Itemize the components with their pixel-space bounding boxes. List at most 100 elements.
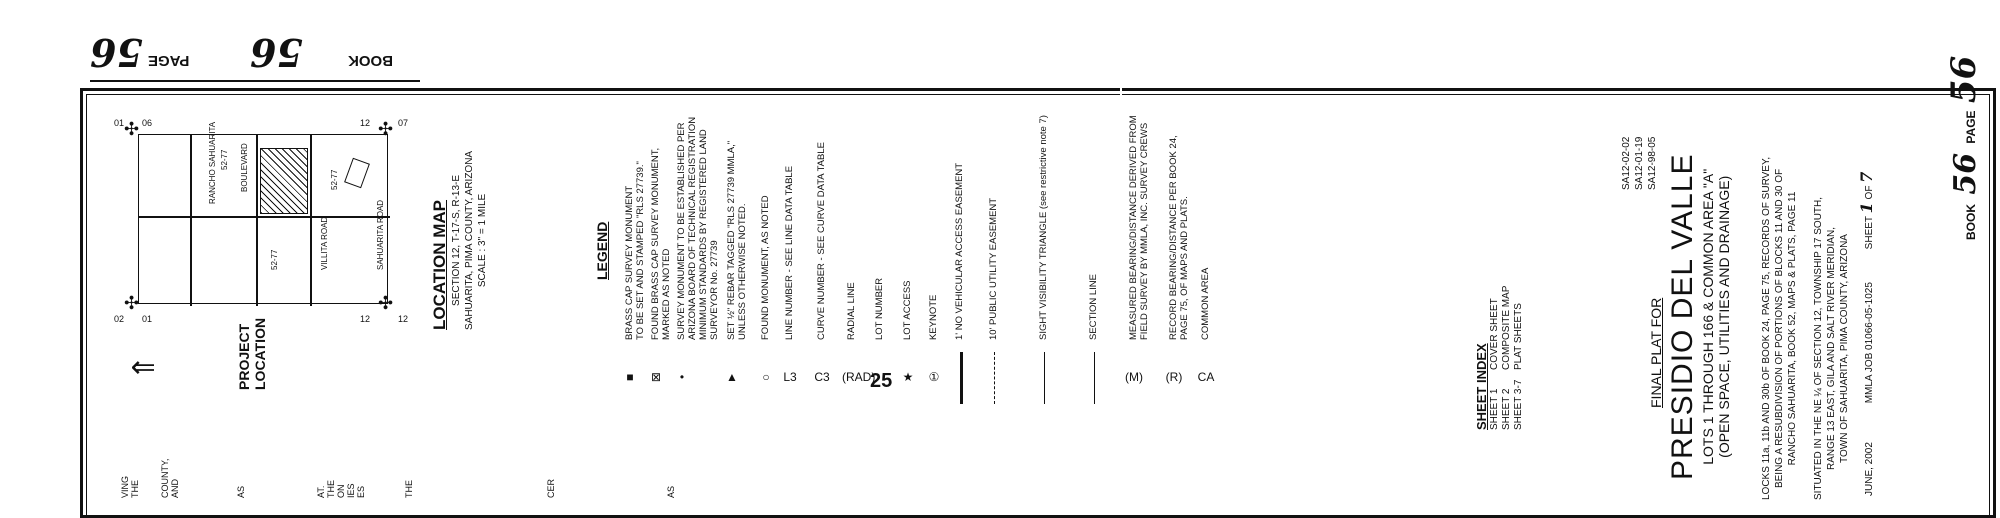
map-road-label: SAHUARITA ROAD — [376, 199, 385, 270]
legend-symbol: ① — [928, 370, 940, 384]
header-page-label: PAGE — [148, 52, 190, 69]
sheet-index-sheet: SHEET 1 — [1489, 388, 1500, 431]
corner-label: 02 — [114, 314, 125, 324]
sheet-index-name: PLAT SHEETS — [1513, 303, 1524, 370]
left-text-fragment: CER — [546, 478, 556, 498]
footer-page-value: 56 — [1944, 55, 1984, 104]
map-road-line — [138, 216, 390, 218]
legend-symbol: • — [679, 370, 685, 384]
case-number: SA12-02-02 — [1621, 136, 1632, 190]
legend-description-line: FOUND MONUMENT, AS NOTED — [760, 195, 771, 340]
title-block: FINAL PLAT FOR — [1648, 298, 1664, 408]
map-parcel-label: 52-77 — [330, 169, 339, 190]
section-corner-icon: ✣ — [124, 293, 140, 313]
section-corner-icon: ✣ — [124, 119, 140, 139]
job-number: MMLA JOB 01066-05-1025 — [1864, 282, 1875, 404]
legend-symbol: (M) — [1125, 370, 1143, 384]
legend-description-line: LOT NUMBER — [874, 277, 885, 340]
left-text-fragment: AS — [236, 485, 246, 498]
legend-description-line: TO BE SET AND STAMPED "RLS 27739." — [635, 161, 646, 340]
legend-description-line: SECTION LINE — [1088, 274, 1099, 340]
legend-description-line: KEYNOTE — [928, 294, 939, 340]
legend-symbol: (R) — [1165, 370, 1183, 384]
book-page-header: 56 PAGE 56 BOOK — [90, 22, 420, 92]
plat-label: FINAL PLAT FOR — [1648, 297, 1664, 408]
map-parcel-label: 52-77 — [270, 249, 279, 270]
of-label: OF — [1864, 185, 1875, 200]
legend-description-line: PAGE 75, OF MAPS AND PLATS. — [1179, 196, 1190, 340]
legend-symbol: 25 — [870, 370, 893, 392]
case-numbers: SA12-02-02 SA12-01-19 SA12-98-05 — [1620, 137, 1659, 190]
legend-description-line: UNLESS OTHERWISE NOTED. — [737, 203, 748, 340]
legend-description-line: 1' NO VEHICULAR ACCESS EASEMENT — [954, 162, 965, 340]
legend-description: FOUND BRASS CAP SURVEY MONUMENT,MARKED A… — [650, 148, 672, 340]
legend-description-line: FOUND BRASS CAP SURVEY MONUMENT, — [650, 147, 661, 340]
resub-line: LOCKS 11a, 11b AND 30b OF BOOK 24, PAGE … — [1761, 156, 1772, 500]
map-road-label: RANCHO SAHUARITA — [208, 121, 217, 204]
corner-label: 12 — [398, 314, 409, 324]
legend-description-line: SET ½" REBAR TAGGED "RLS 27739 MMLA," — [726, 140, 737, 340]
legend-description-line: LOT ACCESS — [902, 280, 913, 341]
legend-description: SET ½" REBAR TAGGED "RLS 27739 MMLA,"UNL… — [726, 141, 748, 340]
legend-description: COMMON AREA — [1200, 268, 1211, 340]
project-location-label: PROJECT LOCATION — [236, 318, 268, 390]
border-gap — [1120, 88, 1122, 104]
sheet-index-name: COVER SHEET — [1489, 298, 1500, 370]
legend-description: LINE NUMBER - SEE LINE DATA TABLE — [784, 166, 795, 340]
legend-description-line: RECORD BEARING/DISTANCE PER BOOK 24, — [1168, 135, 1179, 340]
corner-label: 12 — [360, 314, 371, 324]
legend-symbol: CA — [1197, 370, 1215, 384]
left-text-fragment: ES — [356, 485, 366, 498]
subdivision-name: PRESIDIO DEL VALLE — [1666, 153, 1699, 480]
section-corner-icon: ✣ — [378, 119, 394, 139]
project-location-line: LOCATION — [252, 317, 268, 390]
corner-label: 12 — [360, 118, 371, 128]
title-footer: JUNE, 2002 MMLA JOB 01066-05-1025 SHEET … — [1857, 56, 1876, 496]
legend-description: FOUND MONUMENT, AS NOTED — [760, 195, 771, 340]
sheet-index: SHEET INDEX SHEET 1 COVER SHEET SHEET 2 COM… — [1474, 286, 1525, 430]
legend-line-symbol — [1094, 352, 1095, 404]
sheet-index-sheet: SHEET 2 — [1501, 388, 1512, 431]
legend-description-line: MARKED AS NOTED — [661, 248, 672, 340]
legend-symbol: ▲ — [726, 370, 738, 384]
location-map-section: SECTION 12, T-17-S, R-13-E — [451, 174, 462, 306]
lots-line: LOTS 1 THROUGH 166 & COMMON AREA "A" — [1700, 168, 1716, 465]
sheet-index-row: SHEET 3-7 PLAT SHEETS — [1513, 286, 1525, 430]
legend-line-symbol — [994, 352, 995, 404]
case-number: SA12-01-19 — [1634, 136, 1645, 190]
footer-page-label: PAGE — [1964, 110, 1978, 144]
corner-label: 07 — [398, 118, 409, 128]
purpose-line: (OPEN SPACE, UTILITIES AND DRAINAGE) — [1716, 175, 1732, 458]
subdivision-block: PRESIDIO DEL VALLE LOTS 1 THROUGH 166 & … — [1666, 154, 1732, 480]
section-corner-icon: ✣ — [378, 293, 394, 313]
legend-description-line: SURVEY MONUMENT TO BE ESTABLISHED PER — [676, 122, 687, 340]
legend-description: SIGHT VISIBILITY TRIANGLE (see restricti… — [1038, 115, 1049, 340]
legend-description: RADIAL LINE — [846, 282, 857, 340]
location-map: RANCHO SAHUARITA BOULEVARD VILLITA ROAD … — [114, 118, 420, 330]
sheet-number: 1 — [1857, 202, 1876, 214]
corner-label: 01 — [114, 118, 125, 128]
map-road-label: BOULEVARD — [240, 143, 249, 192]
sheet-total: 7 — [1857, 171, 1876, 183]
sight-triangle-symbol — [1044, 352, 1045, 404]
map-road-line — [310, 134, 312, 306]
legend-symbol: ★ — [902, 370, 914, 384]
left-text-fragment: THE — [404, 480, 414, 498]
legend-description-line: MEASURED BEARING/DISTANCE DERIVED FROM — [1128, 115, 1139, 340]
legend-description-line: SURVEYOR No. 27739 — [709, 240, 720, 340]
project-parcel — [260, 148, 308, 214]
map-parcel-label: 52-77 — [220, 149, 229, 170]
situated-text: SITUATED IN THE NE ¼ OF SECTION 12, TOWN… — [1812, 197, 1851, 500]
header-book-label: BOOK — [348, 52, 393, 69]
legend-description-line: CURVE NUMBER - SEE CURVE DATA TABLE — [816, 142, 827, 340]
legend-symbol: ⊠ — [650, 370, 662, 384]
sheet-index-sheet: SHEET 3-7 — [1513, 379, 1524, 430]
resub-line: BEING A RESUBDIVISION OF PORTIONS OF BLO… — [1774, 168, 1785, 489]
sheet-index-name: COMPOSITE MAP — [1501, 285, 1512, 370]
resub-line: RANCHO SAHUARITA, BOOK 52, MAPS & PLATS,… — [1787, 191, 1798, 466]
footer-book-value: 56 — [1948, 152, 1983, 195]
sheet-index-title: SHEET INDEX — [1474, 343, 1489, 430]
